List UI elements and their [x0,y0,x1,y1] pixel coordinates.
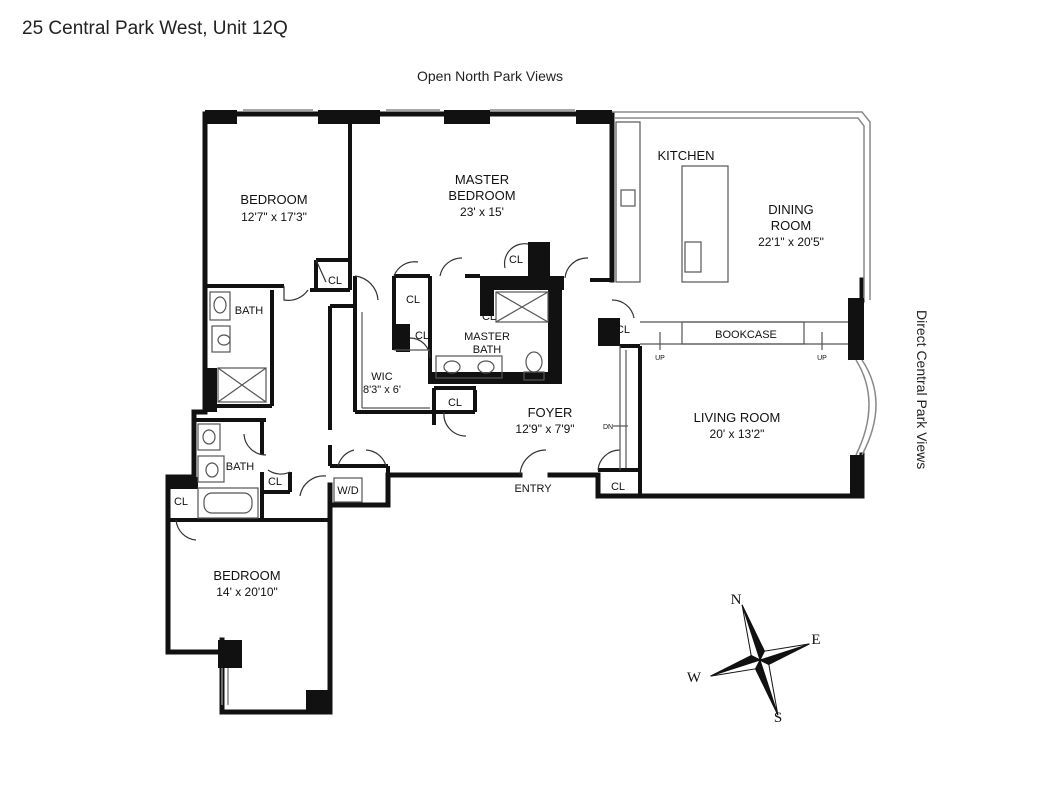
washer-dryer-label: W/D [337,485,358,497]
master-bath-name-2: BATH [473,344,502,356]
dining-name-1: DINING [768,202,814,217]
bath2-name: BATH [226,461,255,473]
columns [168,110,864,714]
north-views-caption: Open North Park Views [416,68,564,84]
page-title: 25 Central Park West, Unit 12Q [22,18,288,39]
entry-label: ENTRY [514,483,552,495]
dining-name-2: ROOM [771,218,811,233]
up-label: UP [655,355,665,362]
bookcase-label: BOOKCASE [715,329,777,341]
interior-walls [168,114,642,522]
fixtures [197,121,848,519]
bedroom2-dim: 14' x 20'10" [216,585,278,599]
compass-south: S [774,710,782,726]
closet-label: CL [174,496,188,508]
wic-name: WIC [371,371,392,383]
closet-labels: CL CL CL CL CL CL CL CL CL CL BOOKCASE U… [174,254,827,508]
closet-label: CL [616,324,630,336]
room-labels: BEDROOM 12'7" x 17'3" MASTER BEDROOM 23'… [213,148,823,599]
master-bath-name-1: MASTER [464,331,510,343]
closet-label: CL [482,311,496,323]
closet-label: CL [406,294,420,306]
living-room-dim: 20' x 13'2" [710,427,765,441]
bedroom1-dim: 12'7" x 17'3" [241,210,307,224]
closet-label: CL [611,481,625,493]
bedroom1-name: BEDROOM [240,192,307,207]
master-bedroom-name-2: BEDROOM [448,188,515,203]
door-swings [175,243,635,541]
bath1-name: BATH [235,305,264,317]
closet-label: CL [328,275,342,287]
compass-east: E [811,632,820,648]
closet-label: CL [415,330,429,342]
closet-label: CL [448,397,462,409]
closet-label: CL [268,476,282,488]
compass-west: W [687,670,702,686]
kitchen-name: KITCHEN [657,148,714,163]
master-bedroom-name-1: MASTER [455,172,509,187]
foyer-dim: 12'9" x 7'9" [515,422,574,436]
dn-label: DN [603,424,613,431]
master-bedroom-dim: 23' x 15' [460,205,504,219]
living-room-name: LIVING ROOM [694,410,781,425]
compass-north: N [731,592,742,608]
dining-dim: 22'1" x 20'5" [758,235,824,249]
window-outline [221,109,877,705]
wic-dim: 8'3" x 6' [363,384,401,396]
closet-label: CL [509,254,523,266]
foyer-name: FOYER [528,405,573,420]
bedroom2-name: BEDROOM [213,568,280,583]
compass-rose: N S E W [687,592,821,726]
up-label: UP [817,355,827,362]
